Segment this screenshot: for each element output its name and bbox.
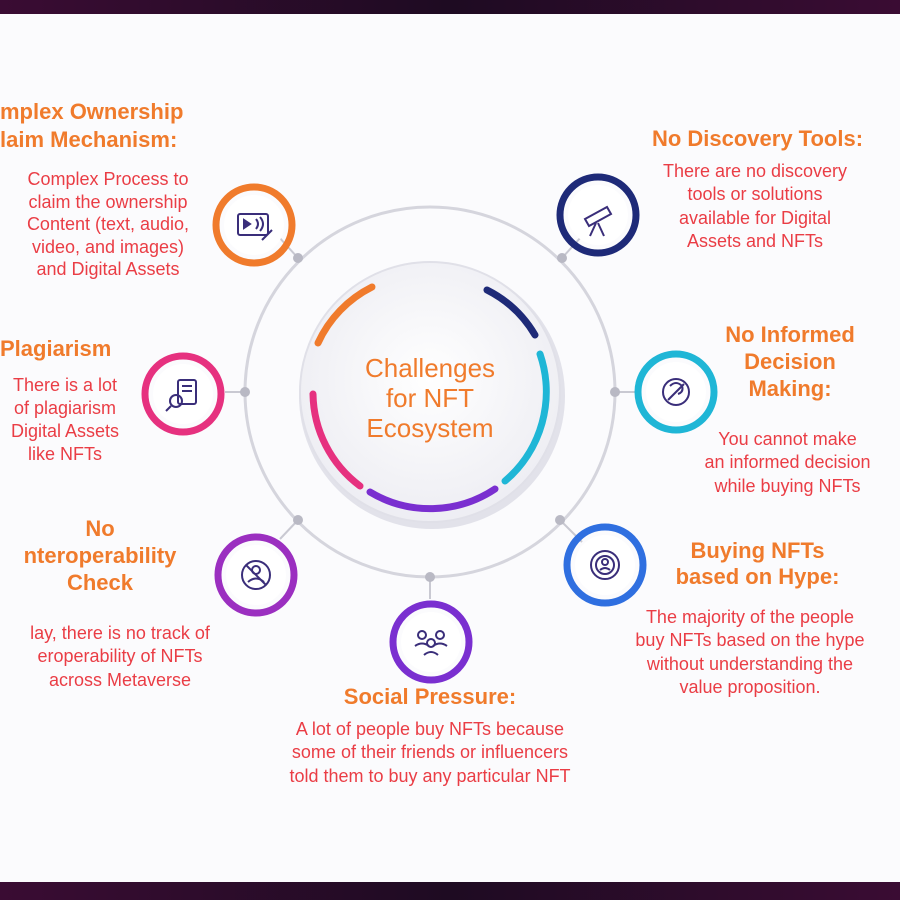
icon-badge-hype bbox=[563, 523, 647, 607]
icon-badge-informed bbox=[634, 350, 718, 434]
plagiarism-title: Plagiarism bbox=[0, 336, 140, 362]
icon-badge-interop bbox=[214, 533, 298, 617]
desc-line: video, and images) bbox=[31, 236, 185, 257]
desc-line: without understanding the bbox=[646, 653, 854, 674]
interop-title: No nteroperability Check bbox=[0, 516, 200, 596]
desc-line: like NFTs bbox=[27, 444, 102, 465]
desc-line: The majority of the people bbox=[645, 607, 855, 627]
center-title-line: Challenges bbox=[364, 353, 496, 383]
title-line: No Discovery Tools: bbox=[651, 126, 864, 151]
connector-dots bbox=[240, 253, 620, 582]
title-line: Plagiarism bbox=[0, 336, 112, 361]
desc-line: an informed decision bbox=[704, 452, 871, 473]
desc-line: You cannot make bbox=[718, 429, 857, 449]
title-line: No Informed bbox=[725, 322, 855, 347]
desc-line: some of their friends or influencers bbox=[291, 742, 569, 763]
hype-title: Buying NFTs based on Hype: bbox=[645, 538, 870, 591]
ownership-title: mplex Ownership laim Mechanism: bbox=[0, 98, 260, 153]
informed-title: No Informed Decision Making: bbox=[705, 322, 875, 402]
discovery-desc: There are no discovery tools or solution… bbox=[620, 160, 890, 254]
title-line: Decision bbox=[744, 348, 836, 374]
desc-line: There are no discovery bbox=[662, 161, 848, 181]
desc-line: eroperability of NFTs bbox=[37, 646, 203, 667]
desc-line: Digital Assets bbox=[10, 421, 120, 442]
desc-line: buy NFTs based on the hype bbox=[635, 630, 865, 651]
ownership-desc: Complex Process to claim the ownership C… bbox=[0, 168, 220, 281]
title-line: mplex Ownership bbox=[0, 99, 184, 124]
center-disc bbox=[299, 261, 561, 523]
icon-badge-plagiarism bbox=[141, 352, 225, 436]
center-title-line: Ecosystem bbox=[366, 412, 494, 443]
title-line: nteroperability bbox=[23, 542, 177, 568]
hype-desc: The majority of the people buy NFTs base… bbox=[600, 606, 900, 700]
plagiarism-desc: There is a lot of plagiarism Digital Ass… bbox=[0, 374, 140, 466]
title-line: laim Mechanism: bbox=[0, 126, 178, 152]
desc-line: tools or solutions bbox=[687, 184, 823, 205]
infographic-card: Challenges for NFT Ecosystem mplex Owner… bbox=[0, 14, 900, 882]
desc-line: Complex Process to bbox=[27, 169, 189, 189]
desc-line: Content (text, audio, bbox=[26, 214, 190, 234]
desc-line: value proposition. bbox=[679, 677, 821, 698]
thinking-head-icon bbox=[662, 378, 690, 406]
social-title: Social Pressure: bbox=[300, 684, 560, 710]
desc-line: There is a lot bbox=[12, 375, 118, 395]
desc-line: and Digital Assets bbox=[36, 259, 180, 279]
informed-desc: You cannot make an informed decision whi… bbox=[675, 428, 900, 498]
desc-line: available for Digital bbox=[678, 207, 832, 228]
hub-graphic bbox=[141, 173, 718, 684]
icon-badge-ownership bbox=[212, 183, 296, 267]
title-line: Making: bbox=[748, 375, 832, 401]
center-title-line: for NFT bbox=[385, 382, 475, 413]
desc-line: across Metaverse bbox=[48, 669, 192, 690]
blocked-user-icon bbox=[241, 560, 271, 590]
title-line: No bbox=[85, 516, 115, 541]
center-title: Challenges for NFT Ecosystem bbox=[325, 353, 535, 444]
interop-desc: lay, there is no track of eroperability … bbox=[0, 622, 240, 692]
discovery-title: No Discovery Tools: bbox=[615, 126, 900, 152]
title-line: Social Pressure: bbox=[343, 684, 517, 709]
target-person-icon bbox=[590, 550, 620, 580]
desc-line: of plagiarism bbox=[13, 398, 117, 419]
title-line: based on Hype: bbox=[675, 564, 840, 590]
title-line: Buying NFTs bbox=[690, 538, 825, 563]
content-media-icon bbox=[237, 213, 273, 241]
desc-line: told them to buy any particular NFT bbox=[289, 765, 571, 786]
document-search-icon bbox=[165, 379, 197, 412]
telescope-icon bbox=[583, 205, 613, 237]
desc-line: Assets and NFTs bbox=[686, 231, 824, 252]
desc-line: A lot of people buy NFTs because bbox=[295, 719, 565, 739]
crowd-icon bbox=[414, 630, 448, 656]
progress-arcs bbox=[309, 283, 550, 513]
desc-line: lay, there is no track of bbox=[30, 623, 210, 643]
title-line: Check bbox=[66, 569, 134, 595]
desc-line: claim the ownership bbox=[28, 191, 188, 212]
desc-line: while buying NFTs bbox=[714, 475, 861, 496]
social-desc: A lot of people buy NFTs because some of… bbox=[225, 718, 635, 788]
icon-badge-discovery bbox=[556, 173, 640, 257]
icon-badge-social bbox=[389, 600, 473, 684]
